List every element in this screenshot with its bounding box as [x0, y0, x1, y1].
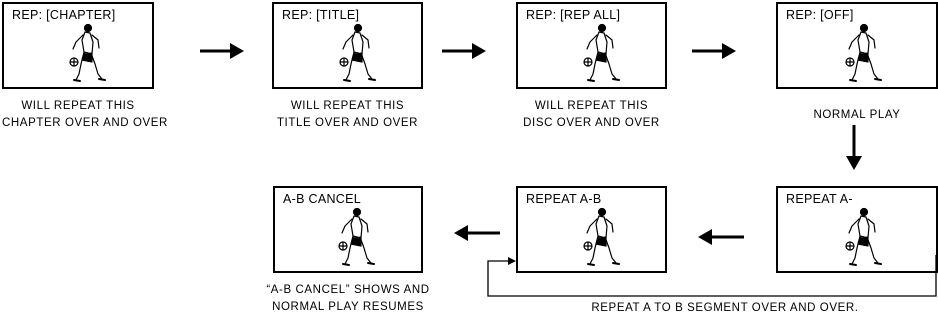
- screen-ab-cancel: A-B CANCEL: [273, 186, 423, 273]
- caption-cancel: “A-B CANCEL” SHOWS AND NORMAL PLAY RESUM…: [263, 282, 433, 316]
- caption-line: REPEAT A TO B SEGMENT OVER AND OVER.: [591, 302, 859, 314]
- screen-label: REPEAT A-: [786, 192, 853, 206]
- caption-line: “A-B CANCEL” SHOWS AND: [266, 284, 430, 296]
- caption-title: WILL REPEAT THIS TITLE OVER AND OVER: [272, 98, 423, 132]
- caption-line: NORMAL PLAY: [813, 109, 901, 121]
- screen-label: A-B CANCEL: [283, 192, 362, 206]
- screen-label: REPEAT A-B: [526, 192, 602, 206]
- screen-label: REP: [CHAPTER]: [12, 8, 116, 22]
- screen-off: REP: [OFF]: [776, 2, 938, 89]
- caption-rep-all: WILL REPEAT THIS DISC OVER AND OVER: [516, 98, 667, 132]
- caption-line: CHAPTER OVER AND OVER: [2, 117, 168, 129]
- caption-off: NORMAL PLAY: [776, 107, 938, 124]
- down-arrow-head: [846, 156, 862, 170]
- caption-line: WILL REPEAT THIS: [21, 100, 135, 112]
- caption-line: WILL REPEAT THIS: [290, 100, 405, 112]
- right-arrow-head: [472, 43, 486, 59]
- screen-label: REP: [TITLE]: [282, 8, 360, 22]
- caption-chapter: WILL REPEAT THIS CHAPTER OVER AND OVER: [2, 98, 168, 132]
- caption-segment: REPEAT A TO B SEGMENT OVER AND OVER.: [560, 300, 890, 317]
- screen-label: REP: [REP ALL]: [526, 8, 621, 22]
- screen-rep-all: REP: [REP ALL]: [516, 2, 667, 89]
- screen-label: REP: [OFF]: [786, 8, 854, 22]
- left-arrow-head: [454, 225, 468, 241]
- caption-line: NORMAL PLAY RESUMES: [272, 301, 424, 313]
- screen-repeat-a: REPEAT A-: [776, 186, 938, 273]
- loop-arrow-head: [508, 257, 516, 265]
- caption-line: WILL REPEAT THIS: [534, 100, 649, 112]
- left-arrow-head: [698, 229, 712, 245]
- screen-repeat-ab: REPEAT A-B: [516, 186, 667, 273]
- screen-chapter: REP: [CHAPTER]: [2, 2, 154, 89]
- caption-line: TITLE OVER AND OVER: [276, 117, 419, 129]
- right-arrow-head: [230, 43, 244, 59]
- screen-title: REP: [TITLE]: [272, 2, 423, 89]
- right-arrow-head: [722, 43, 736, 59]
- caption-line: DISC OVER AND OVER: [523, 117, 660, 129]
- repeat-loop-line: [487, 255, 937, 297]
